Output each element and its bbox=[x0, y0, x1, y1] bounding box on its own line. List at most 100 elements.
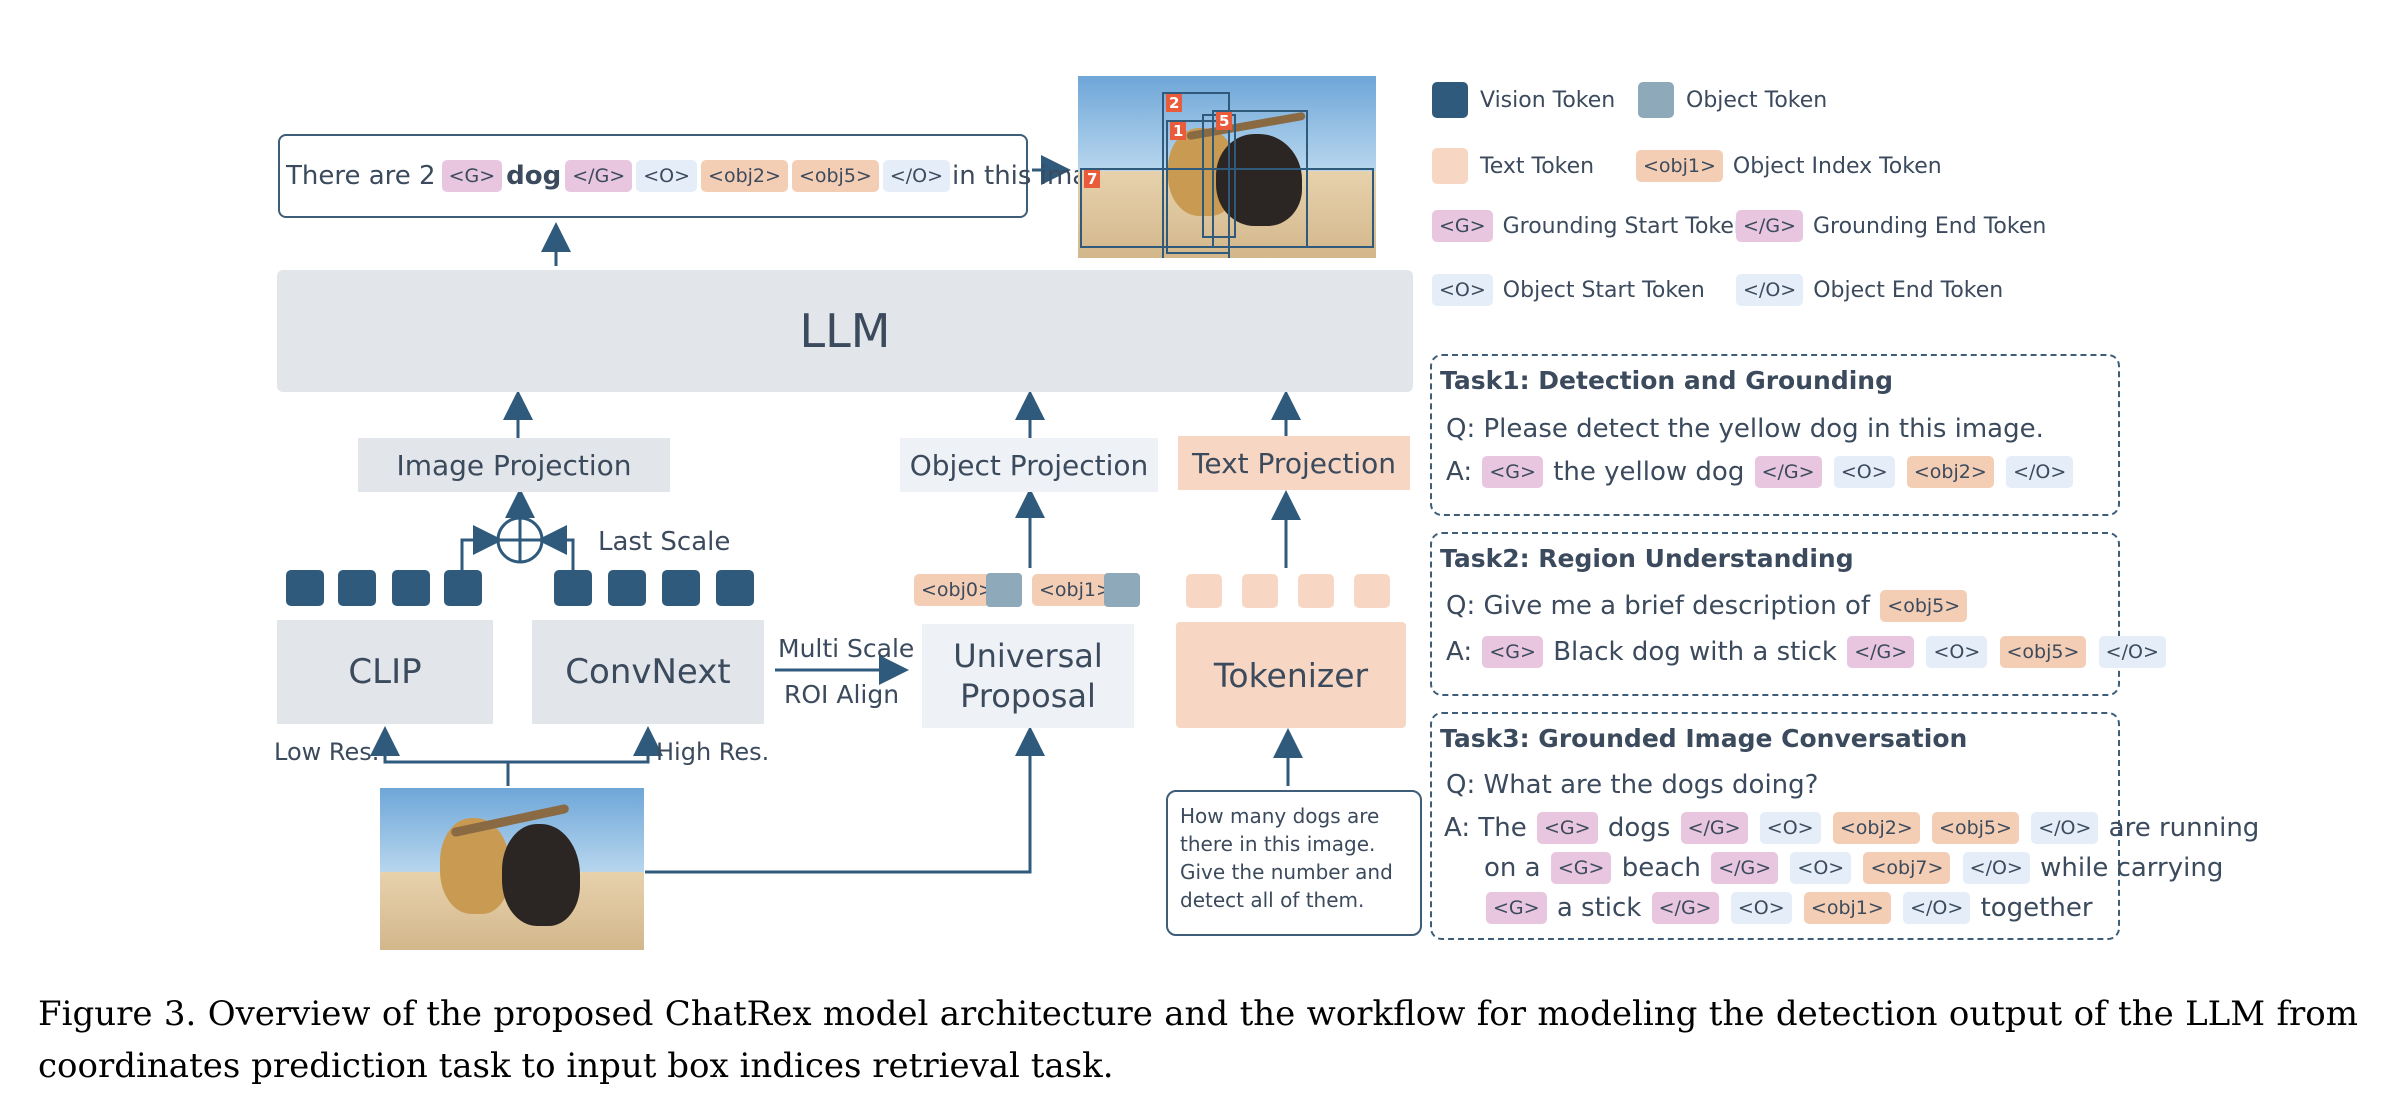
output-obj2-token: <obj2> bbox=[701, 160, 788, 192]
task2-a-label: A: bbox=[1446, 637, 1473, 667]
legend-vision-label: Vision Token bbox=[1480, 87, 1616, 113]
output-word: dog bbox=[506, 161, 562, 191]
text-token bbox=[1186, 574, 1222, 608]
legend-obj-index-token: <obj1> Object Index Token bbox=[1634, 150, 1942, 182]
object-token bbox=[1104, 573, 1140, 607]
legend-grounding-start: <G> Grounding Start Token bbox=[1430, 210, 1748, 242]
task3-word: together bbox=[1980, 893, 2093, 923]
task3-answer-line3: <G> a stick </G> <O> <obj1> </O> togethe… bbox=[1484, 892, 2093, 924]
text-token bbox=[1354, 574, 1390, 608]
task1-obj-token: <obj2> bbox=[1906, 456, 1994, 488]
figure-caption: Figure 3. Overview of the proposed ChatR… bbox=[38, 994, 2358, 1086]
task3-word: The bbox=[1478, 813, 1527, 843]
task2-o-end-token: </O> bbox=[2098, 636, 2166, 668]
legend-g-end-label: Grounding End Token bbox=[1812, 213, 2047, 239]
output-o-end-token: </O> bbox=[882, 160, 951, 192]
arrow-image-to-convnext bbox=[508, 726, 663, 764]
legend-text-token: Text Token bbox=[1432, 148, 1594, 184]
question-line: Give the number and bbox=[1180, 860, 1393, 884]
task1-o-end-token: </O> bbox=[2006, 456, 2074, 488]
task3-o-token: <O> bbox=[1759, 812, 1821, 844]
output-obj5-token: <obj5> bbox=[791, 160, 879, 192]
plus-circle bbox=[496, 516, 544, 564]
task3-g-end-token: </G> bbox=[1651, 892, 1719, 924]
task1-box: Task1: Detection and Grounding Q: Please… bbox=[1430, 354, 2120, 516]
text-token bbox=[1242, 574, 1278, 608]
task2-question: Q: Give me a brief description of <obj5> bbox=[1446, 590, 1969, 622]
legend-o-end-chip: </O> bbox=[1736, 274, 1804, 306]
vision-token bbox=[338, 570, 376, 606]
arrow-clip-tokens-to-plus bbox=[460, 525, 503, 570]
task3-g-token: <G> bbox=[1550, 852, 1612, 884]
task3-answer-line1: A: The <G> dogs </G> <O> <obj2> <obj5> <… bbox=[1444, 812, 2259, 844]
task2-q-obj-token: <obj5> bbox=[1880, 590, 1968, 622]
question-line: How many dogs are bbox=[1180, 804, 1380, 828]
legend-grounding-end: </G> Grounding End Token bbox=[1734, 210, 2046, 242]
vision-token bbox=[286, 570, 324, 606]
clip-label: CLIP bbox=[348, 652, 422, 692]
input-image bbox=[380, 788, 644, 950]
image-projection-label: Image Projection bbox=[396, 448, 632, 482]
det-label-7: 7 bbox=[1084, 170, 1101, 188]
task3-g-end-token: </G> bbox=[1711, 852, 1779, 884]
task3-word: dogs bbox=[1607, 813, 1671, 843]
task3-obj-token: <obj5> bbox=[1932, 812, 2019, 844]
detection-result-image: 2 1 5 7 bbox=[1078, 76, 1376, 258]
question-line: there in this image. bbox=[1180, 832, 1376, 856]
legend-g-start-label: Grounding Start Token bbox=[1502, 213, 1748, 239]
vision-token bbox=[662, 570, 700, 606]
task3-obj-token: <obj2> bbox=[1832, 812, 1920, 844]
det-label-5: 5 bbox=[1216, 112, 1233, 130]
legend-o-start-label: Object Start Token bbox=[1502, 277, 1705, 303]
vision-token bbox=[716, 570, 754, 606]
legend-o-start-chip: <O> bbox=[1432, 274, 1493, 306]
arrow-image-to-clip bbox=[370, 726, 510, 786]
universal-proposal-block: Universal Proposal bbox=[922, 624, 1134, 728]
output-g-end-token: </G> bbox=[565, 160, 633, 192]
task2-title: Task2: Region Understanding bbox=[1440, 544, 1854, 573]
task2-obj-token: <obj5> bbox=[1999, 636, 2087, 668]
task3-word: beach bbox=[1621, 853, 1701, 883]
convnext-label: ConvNext bbox=[565, 652, 731, 692]
task1-g-token: <G> bbox=[1482, 456, 1543, 488]
legend-o-end-label: Object End Token bbox=[1813, 277, 2004, 303]
legend-obj-index-chip: <obj1> bbox=[1636, 150, 1723, 182]
llm-block: LLM bbox=[277, 270, 1413, 392]
task3-g-token: <G> bbox=[1486, 892, 1547, 924]
task2-box: Task2: Region Understanding Q: Give me a… bbox=[1430, 532, 2166, 696]
task3-obj-token: <obj7> bbox=[1863, 852, 1951, 884]
task1-title: Task1: Detection and Grounding bbox=[1440, 366, 1893, 395]
universal-proposal-line2: Proposal bbox=[960, 677, 1096, 715]
tokenizer-label: Tokenizer bbox=[1213, 655, 1369, 695]
vision-token bbox=[608, 570, 646, 606]
output-o-token: <O> bbox=[636, 160, 698, 192]
legend-object-start: <O> Object Start Token bbox=[1430, 274, 1705, 306]
task1-answer: A: <G> the yellow dog </G> <O> <obj2> </… bbox=[1446, 456, 2075, 488]
task3-o-token: <O> bbox=[1730, 892, 1792, 924]
det-label-1: 1 bbox=[1170, 122, 1187, 140]
text-projection-box: Text Projection bbox=[1178, 436, 1410, 490]
legend-vision-token: Vision Token bbox=[1432, 82, 1615, 118]
vision-token bbox=[444, 570, 482, 606]
task3-title: Task3: Grounded Image Conversation bbox=[1440, 724, 1968, 753]
task2-o-token: <O> bbox=[1926, 636, 1988, 668]
task1-a-label: A: bbox=[1446, 457, 1473, 487]
universal-proposal-line1: Universal bbox=[953, 637, 1103, 675]
question-line: detect all of them. bbox=[1180, 888, 1365, 912]
task3-obj-token: <obj1> bbox=[1803, 892, 1891, 924]
task3-word: on a bbox=[1484, 853, 1541, 883]
multi-scale-label: Multi Scale bbox=[778, 634, 915, 663]
object-projection-box: Object Projection bbox=[900, 438, 1158, 492]
task3-question: Q: What are the dogs doing? bbox=[1446, 770, 1819, 800]
output-pre-text: There are 2 bbox=[286, 161, 436, 191]
task2-answer: A: <G> Black dog with a stick </G> <O> <… bbox=[1446, 636, 2168, 668]
task3-g-end-token: </G> bbox=[1680, 812, 1748, 844]
image-projection-box: Image Projection bbox=[358, 438, 670, 492]
task1-question: Q: Please detect the yellow dog in this … bbox=[1446, 414, 2044, 444]
convnext-block: ConvNext bbox=[532, 620, 764, 724]
text-token-swatch bbox=[1432, 148, 1468, 184]
task3-o-end-token: </O> bbox=[2031, 812, 2099, 844]
task2-g-end-token: </G> bbox=[1847, 636, 1915, 668]
task2-g-token: <G> bbox=[1482, 636, 1543, 668]
